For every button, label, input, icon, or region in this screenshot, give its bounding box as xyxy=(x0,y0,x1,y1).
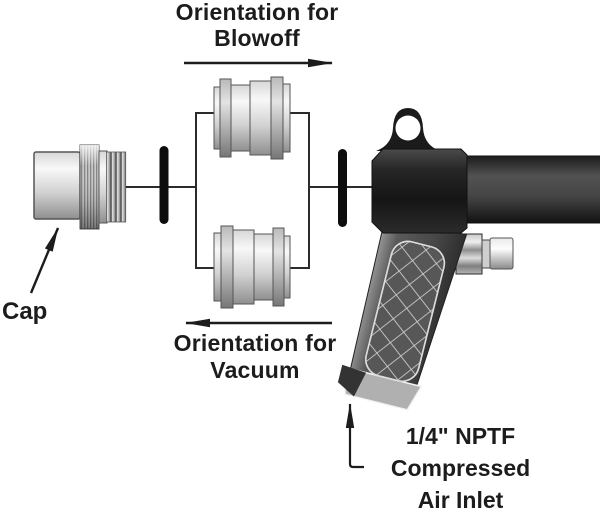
vacuum-orientation-label: Orientation for Vacuum xyxy=(125,330,385,384)
inlet-barb xyxy=(489,237,514,270)
inlet-pointer-arrow-icon xyxy=(345,403,364,469)
inlet-label-line3: Air Inlet xyxy=(417,487,504,511)
oring-left xyxy=(159,146,169,224)
blowoff-label-line2: Blowoff xyxy=(214,25,300,51)
gun-grip xyxy=(337,214,468,411)
blowoff-label-line1: Orientation for xyxy=(175,0,339,25)
gun-barrel xyxy=(461,155,600,224)
cap-label: Cap xyxy=(2,298,48,325)
hang-ring-hole xyxy=(395,115,421,141)
cartridge-blowoff-orientation xyxy=(213,76,291,160)
cap-pointer-arrow-icon xyxy=(29,227,60,294)
air-inlet-label: 1/4" NPTF Compressed Air Inlet xyxy=(368,420,553,511)
inlet-label-line1: 1/4" NPTF xyxy=(405,423,516,449)
grip-tip xyxy=(337,364,367,397)
inlet-collar xyxy=(481,239,491,269)
cap-collar xyxy=(98,150,108,224)
air-gun xyxy=(337,108,600,411)
gun-body-block xyxy=(371,148,468,234)
cap-graphic xyxy=(33,144,127,230)
cap-threads xyxy=(106,151,127,223)
vacuum-label-line1: Orientation for xyxy=(173,330,337,356)
oring-right xyxy=(338,149,347,227)
hang-ring xyxy=(376,108,440,151)
inlet-label-line2: Compressed xyxy=(390,455,531,481)
blowoff-orientation-label: Orientation for Blowoff xyxy=(127,0,387,51)
grip-crosshatch xyxy=(365,240,446,382)
cap-knurl-ring xyxy=(79,144,100,230)
cartridge-vacuum-orientation xyxy=(213,225,291,309)
cap-body xyxy=(33,151,81,220)
vacuum-label-line2: Vacuum xyxy=(210,357,300,383)
